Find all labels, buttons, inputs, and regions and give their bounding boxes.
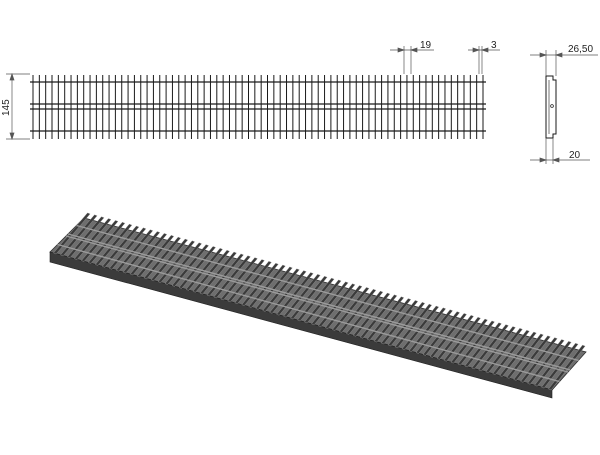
iso-bar xyxy=(394,303,433,349)
side-hole xyxy=(550,104,554,108)
iso-bar xyxy=(506,333,544,379)
iso-bar xyxy=(136,235,175,278)
iso-bar xyxy=(255,266,293,310)
iso-bar xyxy=(478,326,516,372)
iso-bar xyxy=(332,287,370,331)
iso-bar xyxy=(157,240,196,283)
iso-bar xyxy=(171,244,209,287)
iso-bar xyxy=(352,292,391,337)
iso-bar xyxy=(87,221,126,264)
iso-bar xyxy=(450,318,488,364)
dimension-height xyxy=(6,72,30,141)
iso-bar xyxy=(548,344,586,391)
iso-bar xyxy=(408,307,447,352)
iso-bar xyxy=(401,305,440,351)
iso-bar xyxy=(248,264,286,308)
dimension-bar-thickness xyxy=(468,46,500,74)
dimension-side-top xyxy=(530,50,598,76)
iso-bar xyxy=(60,214,98,257)
iso-bar xyxy=(471,324,509,370)
iso-bar xyxy=(164,242,202,285)
iso-bar xyxy=(436,315,474,360)
iso-bar xyxy=(213,255,251,299)
iso-bar xyxy=(318,283,356,328)
side-view: 26,50 20 xyxy=(530,44,598,164)
dimension-side-bottom xyxy=(530,138,590,164)
iso-bar xyxy=(499,331,537,377)
iso-bar xyxy=(527,339,565,385)
iso-bar xyxy=(129,233,168,276)
iso-bar xyxy=(485,328,523,374)
iso-bar xyxy=(464,322,502,368)
iso-bar xyxy=(276,272,314,316)
iso-bar xyxy=(422,311,460,356)
iso-bar xyxy=(345,290,384,335)
iso-bar xyxy=(122,231,161,274)
iso-bar xyxy=(520,337,558,383)
iso-bar xyxy=(206,253,244,297)
iso-bar xyxy=(380,300,419,345)
iso-bar xyxy=(192,249,230,293)
iso-bar xyxy=(338,288,377,333)
isometric-view xyxy=(49,212,587,399)
iso-bar xyxy=(115,229,154,272)
dimension-height-label: 145 xyxy=(1,99,12,116)
iso-grate-bars xyxy=(53,212,586,391)
iso-bar xyxy=(283,274,321,318)
iso-bar xyxy=(101,225,140,268)
iso-bar xyxy=(443,316,481,362)
iso-bar xyxy=(220,257,258,301)
iso-bar xyxy=(541,342,579,389)
dimension-side-top-label: 26,50 xyxy=(568,44,593,55)
iso-bar xyxy=(297,277,335,322)
iso-bar xyxy=(241,262,279,306)
dimension-side-bottom-label: 20 xyxy=(569,150,581,161)
dimension-bar-thickness-label: 3 xyxy=(491,40,497,51)
iso-bar xyxy=(81,220,119,262)
iso-bar xyxy=(290,275,328,320)
iso-rail xyxy=(65,235,569,373)
iso-bar xyxy=(387,302,426,347)
iso-bar xyxy=(311,281,349,326)
iso-bar xyxy=(269,270,307,314)
top-view-bars xyxy=(32,75,484,139)
iso-bar xyxy=(373,298,412,343)
dimension-bar-pitch-label: 19 xyxy=(420,40,432,51)
top-view: 145 19 3 xyxy=(1,40,500,141)
iso-bar xyxy=(178,246,216,289)
iso-rail xyxy=(57,243,560,383)
iso-bar xyxy=(262,268,300,312)
iso-bar xyxy=(366,296,405,341)
iso-bar xyxy=(108,227,147,270)
iso-bar xyxy=(74,218,112,260)
iso-bar xyxy=(185,248,223,291)
dimension-bar-pitch xyxy=(390,46,434,74)
iso-rail xyxy=(76,224,579,362)
iso-bar xyxy=(304,279,342,324)
iso-rail xyxy=(67,233,571,371)
iso-bar xyxy=(143,236,182,280)
iso-bar xyxy=(534,341,572,387)
iso-grate-rails xyxy=(57,224,579,383)
iso-bar xyxy=(513,335,551,381)
iso-bar xyxy=(359,294,398,339)
iso-bar xyxy=(199,251,237,295)
iso-grate-front-edge xyxy=(49,251,553,399)
iso-bar xyxy=(325,285,363,329)
iso-bar xyxy=(492,329,530,375)
iso-bar xyxy=(415,309,453,354)
iso-bar xyxy=(429,313,467,358)
iso-bar xyxy=(150,238,189,282)
iso-bar xyxy=(67,216,105,259)
iso-bar xyxy=(227,259,265,303)
iso-bar xyxy=(53,212,91,255)
iso-bar xyxy=(94,223,133,266)
iso-bar xyxy=(234,261,272,305)
iso-bar xyxy=(457,320,495,366)
